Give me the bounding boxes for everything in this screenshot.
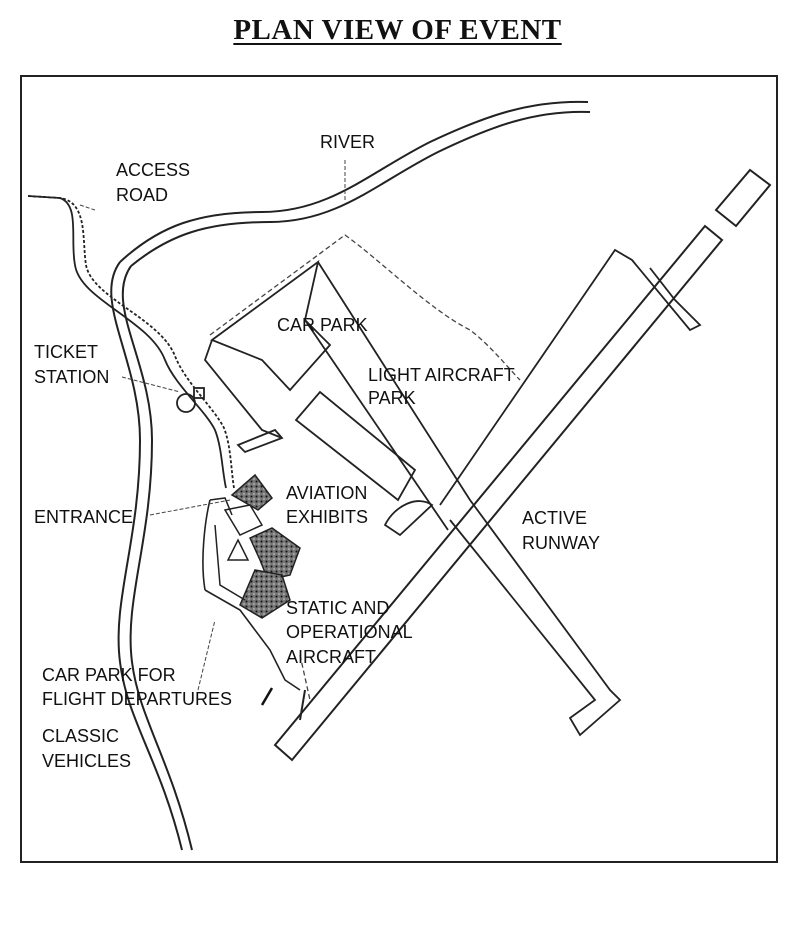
label-access-road: ROAD <box>116 185 168 205</box>
label-active-runway: ACTIVE <box>522 508 587 528</box>
river <box>110 100 591 851</box>
label-classic-vehicles: CLASSIC <box>42 726 119 746</box>
page-title: PLAN VIEW OF EVENT <box>233 14 562 46</box>
active-runway <box>273 168 772 762</box>
ticket-station-marker <box>176 387 205 413</box>
label-car-park-flight-departures: CAR PARK FOR <box>42 665 176 685</box>
label-entrance: ENTRANCE <box>34 507 133 527</box>
label-classic-vehicles: VEHICLES <box>42 751 131 771</box>
label-static-operational-aircraft: STATIC AND <box>286 598 389 618</box>
field-boundary <box>209 234 521 701</box>
label-access-road: ACCESS <box>116 160 190 180</box>
label-car-park-flight-departures: FLIGHT DEPARTURES <box>42 689 232 709</box>
label-static-operational-aircraft: OPERATIONAL <box>286 622 413 642</box>
taxiway <box>304 248 702 737</box>
label-aviation-exhibits: EXHIBITS <box>286 507 368 527</box>
label-light-aircraft-park: PARK <box>368 388 416 408</box>
map-frame <box>20 75 778 863</box>
leader-lines <box>79 160 346 691</box>
map-labels: ACCESS ROAD RIVER TICKET STATION CAR PAR… <box>34 132 600 771</box>
label-static-operational-aircraft: AIRCRAFT <box>286 647 376 667</box>
label-active-runway: RUNWAY <box>522 533 600 553</box>
aviation-exhibits-area <box>209 473 301 619</box>
classic-vehicles-marker <box>260 687 274 706</box>
label-light-aircraft-park: LIGHT AIRCRAFT <box>368 365 515 385</box>
label-aviation-exhibits: AVIATION <box>286 483 367 503</box>
departures-car-park <box>202 499 301 691</box>
label-car-park: CAR PARK <box>277 315 368 335</box>
access-road <box>27 195 235 489</box>
label-ticket-station: TICKET <box>34 342 98 362</box>
label-river: RIVER <box>320 132 375 152</box>
label-ticket-station: STATION <box>34 367 109 387</box>
